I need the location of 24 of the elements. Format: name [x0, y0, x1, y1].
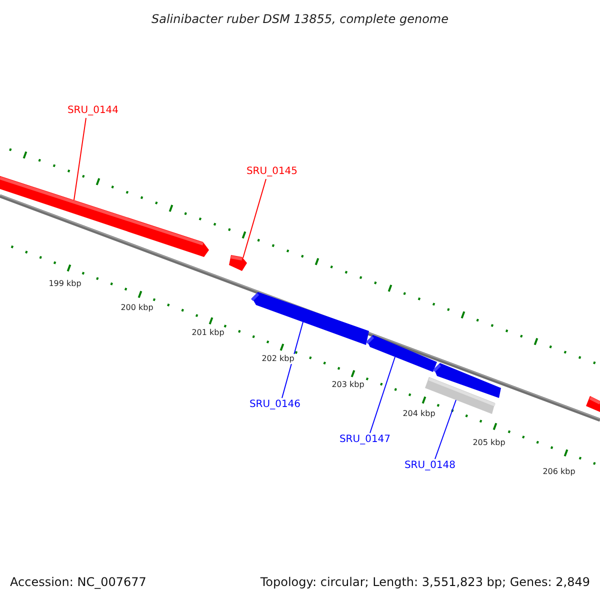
leader-line: [74, 118, 86, 200]
gene-feature: [367, 335, 437, 372]
gene-name: SRU_0148: [404, 460, 456, 472]
gene-feature: [0, 176, 209, 257]
footer-note: Accession: NC_007677: [10, 575, 146, 589]
gene-name: SRU_0146: [249, 399, 301, 411]
leader-line: [242, 178, 266, 258]
scale-label: 206 kbp: [542, 467, 576, 477]
leader-line: [282, 322, 304, 398]
leader-line: [370, 356, 396, 434]
gene-name: SRU_0145: [246, 166, 298, 178]
footer-note: Topology: circular; Length: 3,551,823 bp; Genes: 2,849: [260, 575, 590, 589]
scale-label: 200 kbp: [120, 303, 154, 313]
scale-label: 204 kbp: [402, 409, 436, 419]
scale-label: 202 kbp: [262, 354, 294, 364]
gene-block: [586, 396, 600, 412]
gene-feature: [252, 292, 369, 345]
gene-feature: [229, 255, 247, 271]
scale-label: 205 kbp: [472, 438, 506, 448]
gene-feature: [434, 363, 501, 398]
gene-name: SRU_0144: [67, 105, 119, 117]
leader-line: [434, 400, 456, 460]
gene-name: SRU_0147: [339, 434, 391, 446]
title: Salinibacter ruber DSM 13855, complete genome: [150, 11, 450, 28]
